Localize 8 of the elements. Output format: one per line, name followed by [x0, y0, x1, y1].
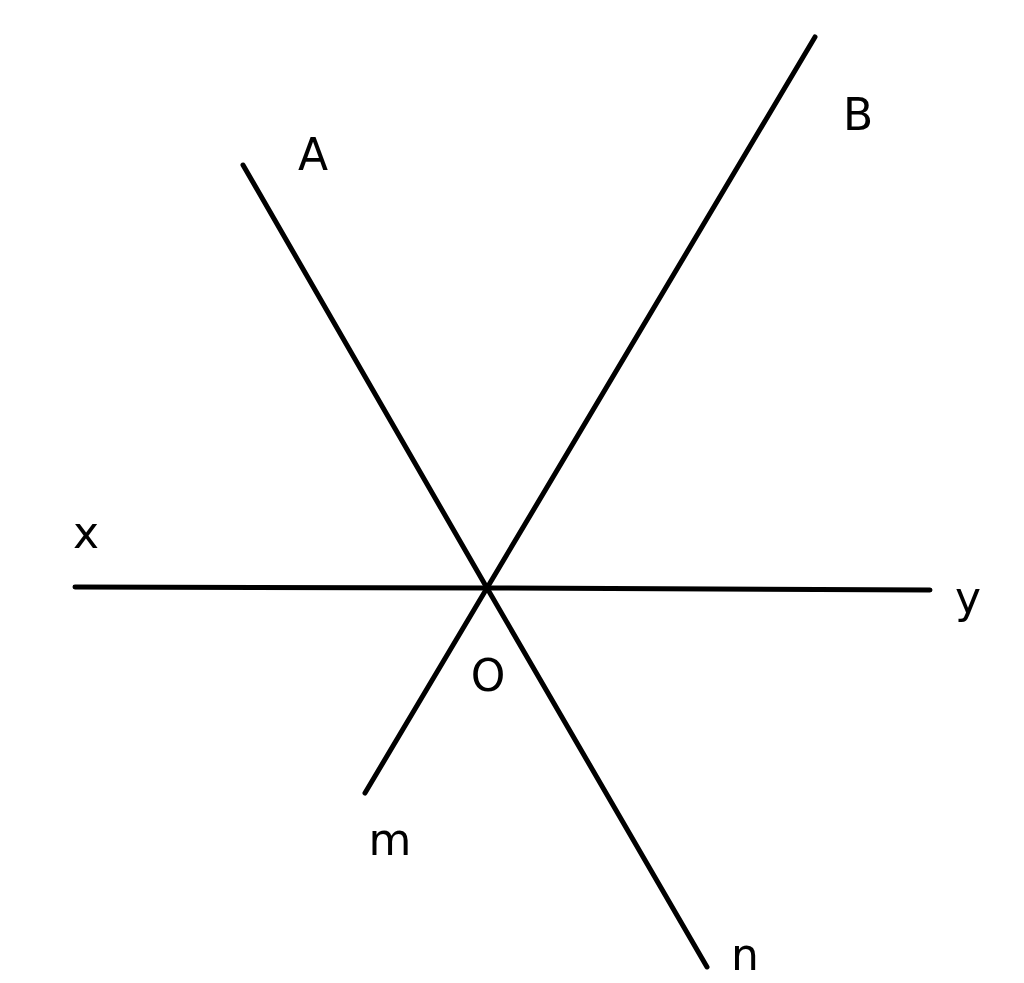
point-label: O [470, 654, 506, 698]
point-label: m [368, 818, 412, 862]
point-label: y [955, 576, 981, 620]
line-segment [484, 585, 710, 970]
point-label: x [73, 511, 99, 555]
point-label: n [731, 933, 759, 977]
point-label: A [297, 133, 329, 177]
point-label: B [842, 93, 874, 137]
